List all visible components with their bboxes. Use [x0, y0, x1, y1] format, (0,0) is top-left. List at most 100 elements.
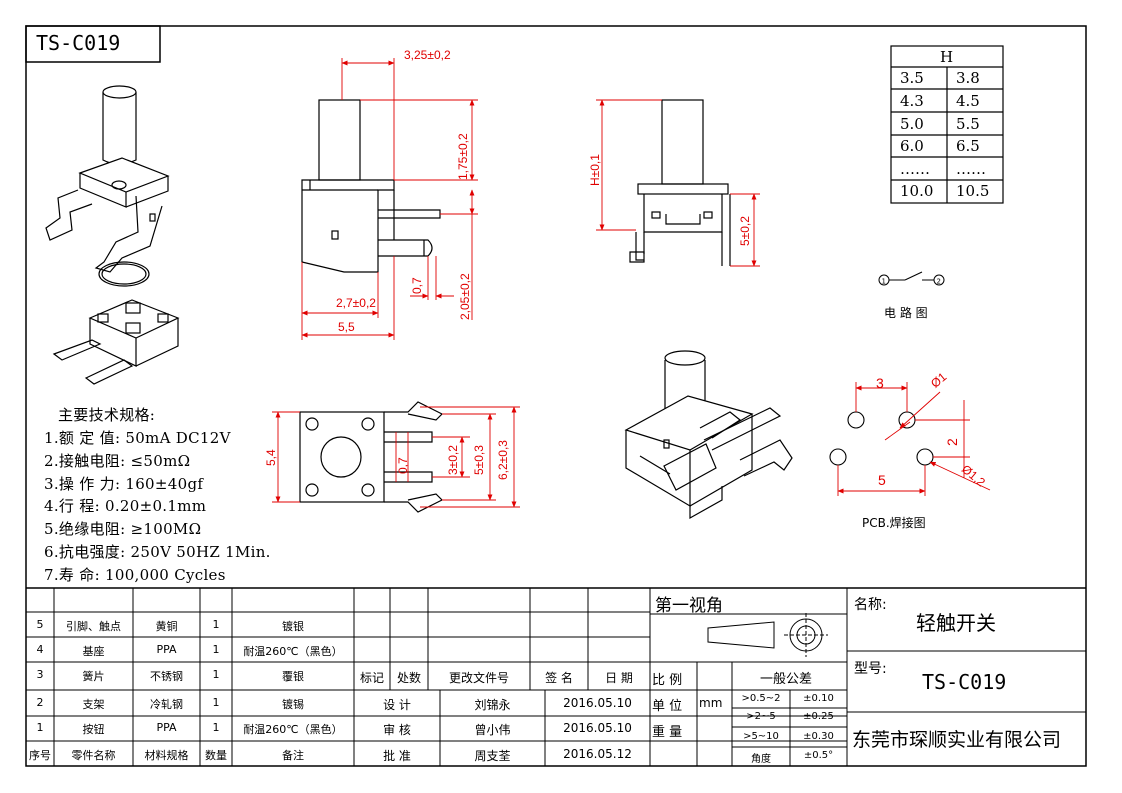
tolerance-value: ±0.10 — [803, 693, 834, 704]
spec-item: 1.额 定 值: 50mA DC12V — [44, 429, 231, 447]
dim-label: 0,7 — [396, 457, 410, 474]
tolerance-range: >5~10 — [743, 731, 779, 742]
h-table-header: H — [940, 48, 954, 66]
spec-item: 2.接触电阻: ≤50mΩ — [44, 451, 191, 470]
approval-date: 2016.05.10 — [563, 696, 632, 710]
dim-label: 3 — [876, 375, 884, 391]
dim-label: 2,05±0,2 — [458, 273, 472, 320]
h-table-cell: 4.3 — [900, 92, 924, 110]
h-table-cell: 3.5 — [900, 69, 924, 87]
bom-no: 2 — [36, 696, 44, 709]
bom-name: 基座 — [82, 645, 105, 658]
h-table-cell: 10.0 — [900, 182, 934, 200]
iso-assembled-view — [624, 350, 793, 520]
dim-label: 2 — [944, 438, 960, 446]
scale-label: 比 例 — [652, 673, 683, 688]
circuit-diagram: 1 2 — [878, 271, 945, 286]
revision-header-cell: 签 名 — [545, 671, 573, 685]
bom-name: 簧片 — [82, 670, 105, 683]
name-label: 名称: — [854, 597, 887, 613]
svg-text:1: 1 — [882, 278, 886, 286]
revision-header-cell: 标记 — [359, 671, 384, 685]
tolerance-value: ±0.25 — [803, 711, 834, 722]
tolerance-range: 角度 — [751, 754, 771, 765]
tolerance-range: >0.5~2 — [741, 693, 781, 704]
dim-label: 1,75±0,2 — [456, 133, 470, 180]
tolerance-title: 一般公差 — [760, 672, 813, 687]
spec-item: 4.行 程: 0.20±0.1mm — [44, 497, 207, 516]
unit-label: 单 位 — [652, 699, 683, 714]
front-view-dims — [596, 99, 760, 267]
projection-label: 第一视角 — [655, 596, 723, 616]
spec-item: 5.绝缘电阻: ≥100MΩ — [44, 520, 202, 539]
spec-heading: 主要技术规格: — [58, 406, 156, 424]
dim-label: H±0,1 — [588, 154, 602, 186]
bom-material: 不锈钢 — [150, 670, 183, 683]
h-table — [890, 45, 1004, 204]
drawing-code: TS-C019 — [36, 31, 121, 55]
side-view-dims — [301, 58, 478, 340]
bom-note: 耐温260℃（黑色） — [243, 645, 343, 658]
iso-exploded-view — [45, 85, 180, 385]
bom-name: 支架 — [82, 698, 105, 711]
h-table-cell: 5.5 — [956, 115, 980, 133]
bom-header-name: 零件名称 — [71, 749, 116, 762]
dim-label: 5 — [878, 472, 886, 488]
bom-header-material: 材料规格 — [144, 749, 189, 762]
bom-name: 按钮 — [82, 723, 105, 736]
bom-name: 引脚、触点 — [66, 620, 121, 633]
dim-label: 5±0,3 — [472, 445, 486, 475]
bom-material: PPA — [156, 643, 177, 656]
bom-header-note: 备注 — [282, 749, 304, 762]
sheet-border — [25, 25, 1087, 767]
approval-name: 刘锦永 — [474, 698, 511, 712]
approval-date: 2016.05.10 — [563, 721, 632, 735]
bom-header-no: 序号 — [29, 749, 51, 762]
approval-role: 设 计 — [383, 698, 411, 712]
bom-material: 冷轧钢 — [150, 698, 183, 711]
model-value: TS-C019 — [922, 670, 1007, 694]
h-table-cell: 4.5 — [956, 92, 980, 110]
tolerance-range: >2~5 — [746, 711, 776, 722]
bom-no: 3 — [36, 668, 44, 681]
bom-qty: 1 — [212, 696, 220, 709]
model-label: 型号: — [854, 661, 887, 677]
h-table-cell: 6.5 — [956, 137, 980, 155]
top-view — [299, 401, 444, 513]
bom-no: 1 — [36, 721, 44, 734]
pcb-dims — [837, 382, 991, 496]
bom-note: 耐温260℃（黑色） — [243, 723, 343, 736]
bom-material: 黄铜 — [155, 620, 178, 633]
front-view — [629, 99, 731, 266]
approval-date: 2016.05.12 — [563, 747, 632, 761]
bom-qty: 1 — [212, 668, 220, 681]
dim-label: 6,2±0,3 — [496, 440, 510, 480]
h-table-cell: 10.5 — [956, 182, 990, 200]
dim-label: 5±0,2 — [738, 216, 752, 246]
unit-value: mm — [699, 696, 723, 710]
bom-qty: 1 — [212, 618, 220, 631]
dim-label: 0,7 — [410, 277, 424, 294]
top-view-dims — [272, 406, 520, 508]
tolerance-value: ±0.30 — [803, 731, 834, 742]
h-table-cell: …… — [900, 160, 930, 178]
approval-role: 批 准 — [383, 749, 411, 763]
approval-role: 审 核 — [383, 723, 411, 737]
pcb-label: PCB.焊接图 — [862, 516, 926, 530]
bom-note: 覆银 — [282, 670, 304, 683]
spec-item: 7.寿 命: 100,000 Cycles — [44, 565, 226, 584]
bom-qty: 1 — [212, 643, 220, 656]
bom-header-qty: 数量 — [205, 749, 227, 762]
dim-label: 5,4 — [264, 449, 278, 466]
dim-label: 2,7±0,2 — [336, 296, 376, 310]
bom-note: 镀银 — [282, 620, 304, 633]
revision-header-cell: 处数 — [396, 671, 421, 685]
tolerance-value: ±0.5° — [803, 750, 834, 761]
weight-label: 重 量 — [652, 725, 683, 740]
title-block-grid — [26, 588, 1086, 766]
dim-label: 3±0,2 — [446, 445, 460, 475]
h-table-cell: 5.0 — [900, 115, 924, 133]
h-table-cell: 3.8 — [956, 69, 980, 87]
first-angle-symbol — [707, 613, 828, 657]
